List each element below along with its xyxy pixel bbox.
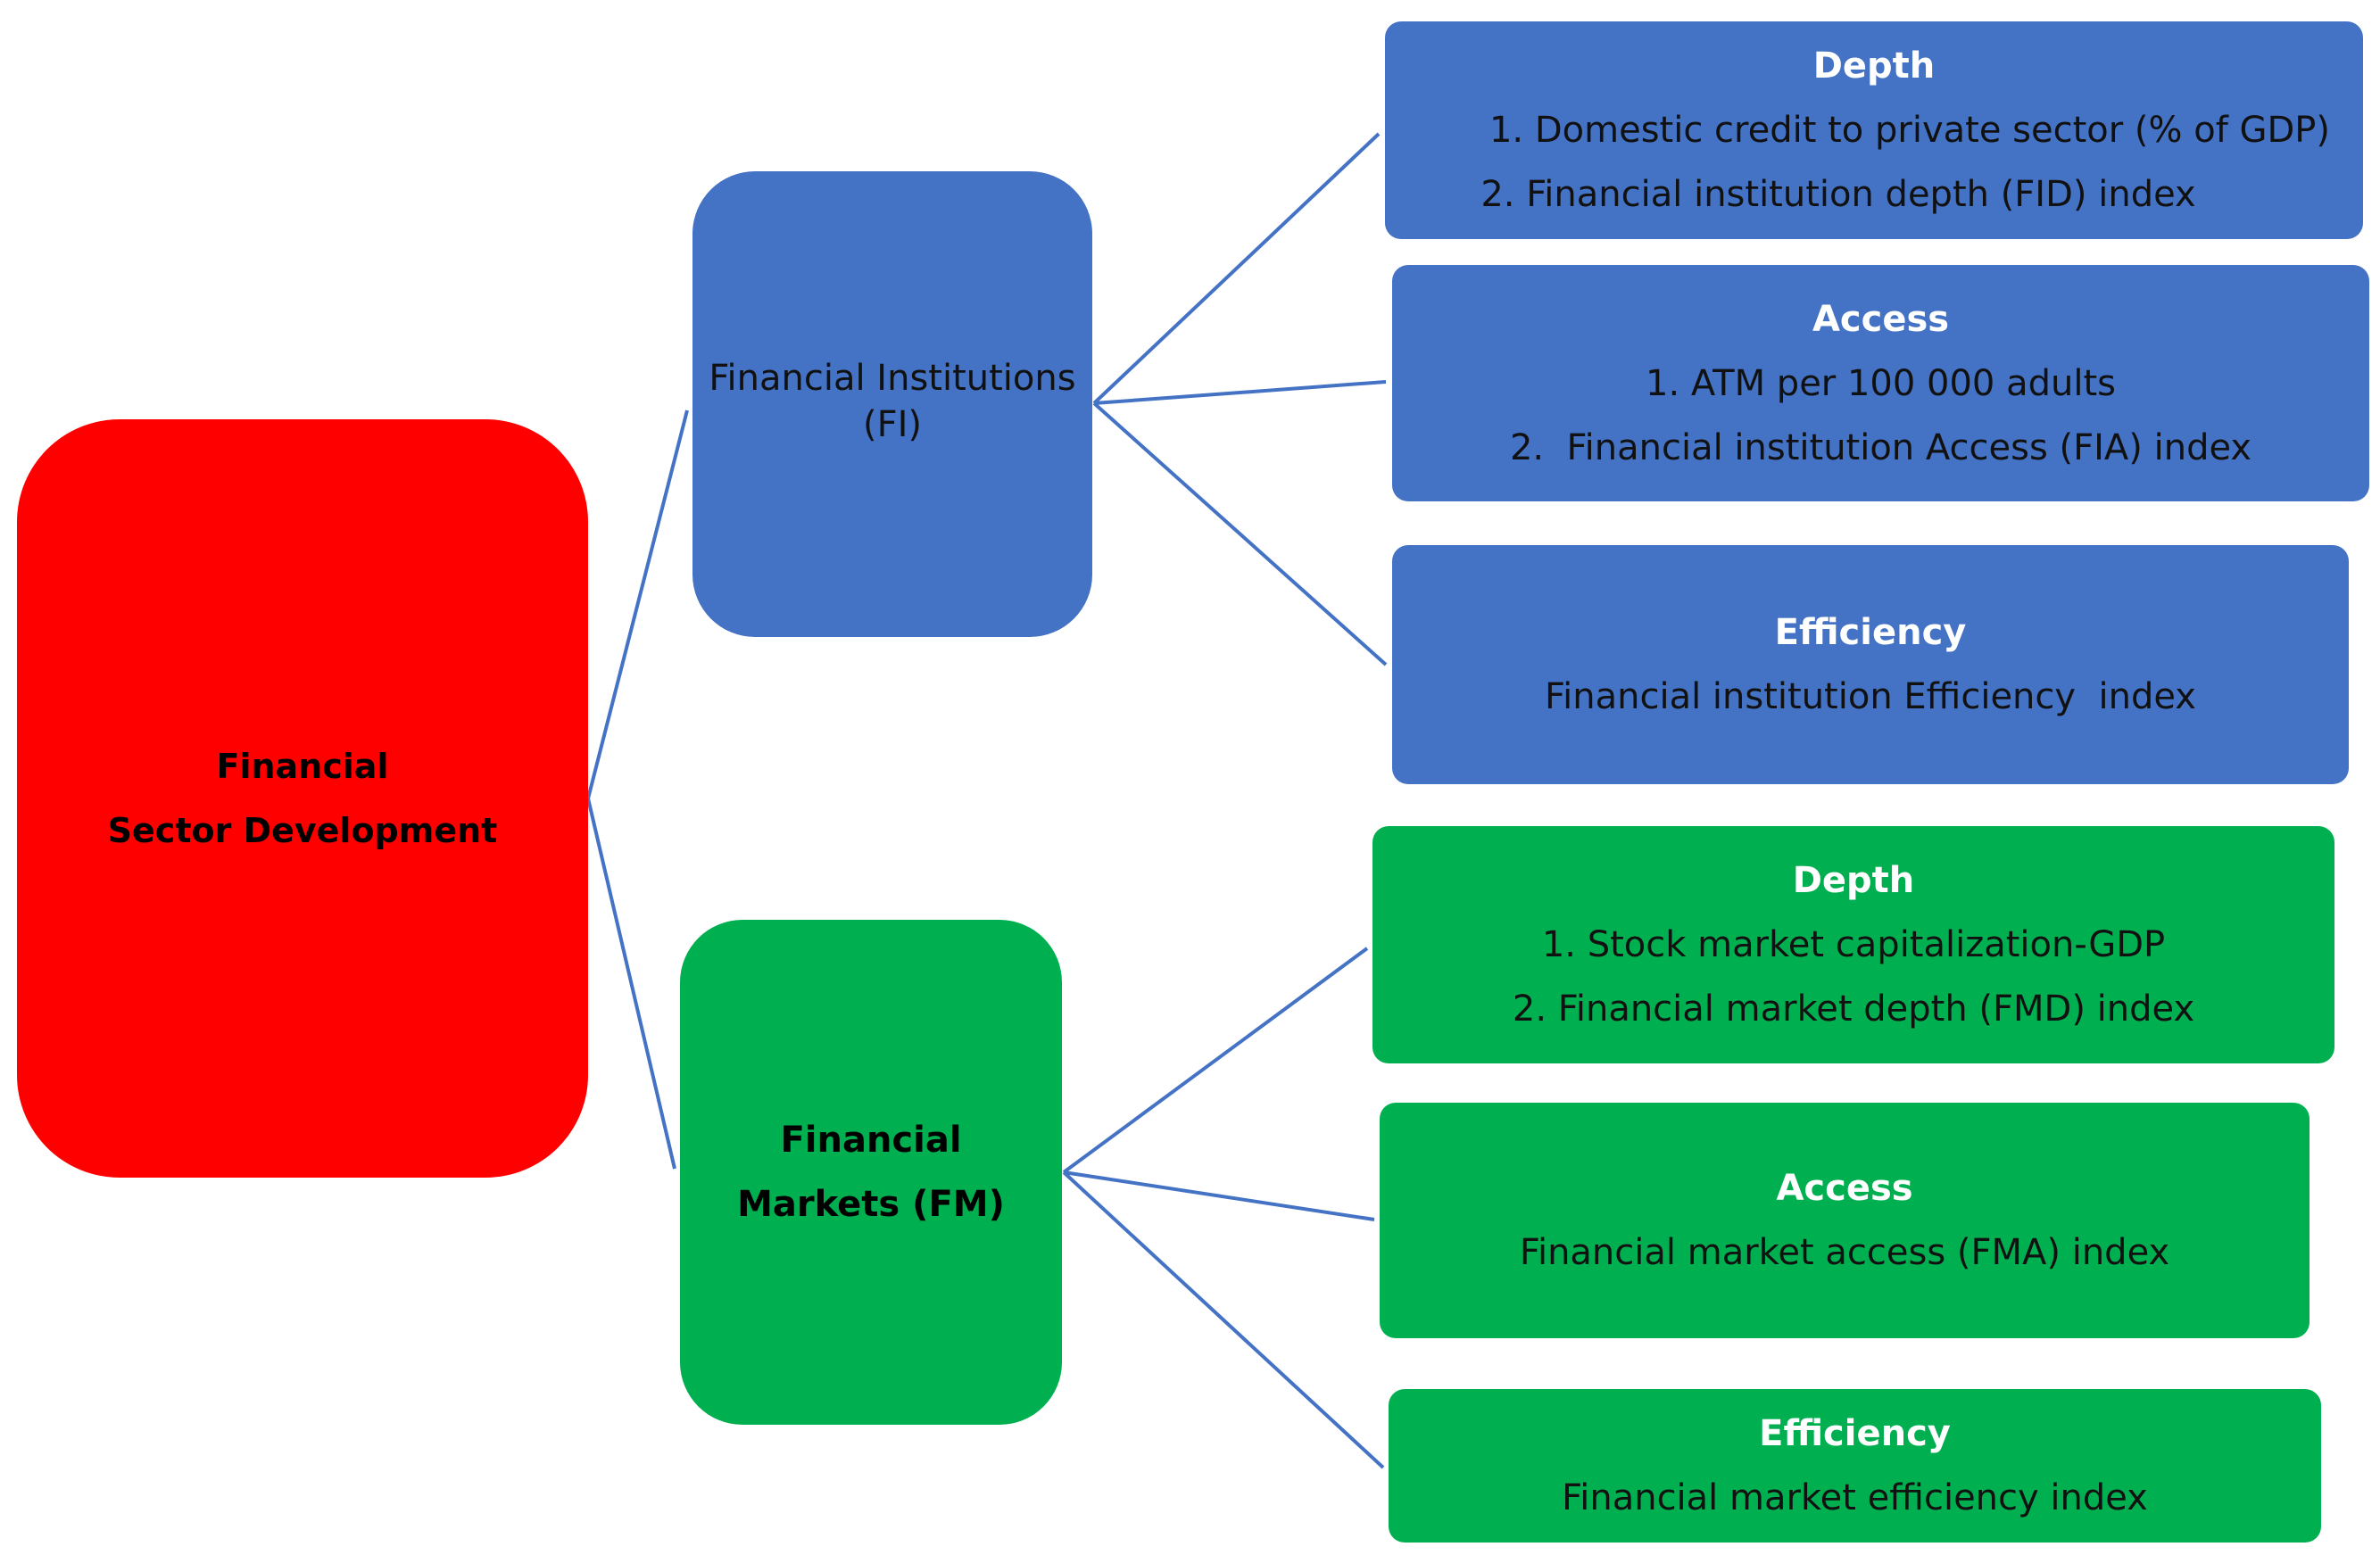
connector-fi-to-depth [1092, 132, 1381, 405]
fm-label-line1: Financial [780, 1120, 962, 1161]
fm-efficiency-node: Efficiency Financial market efficiency i… [1389, 1389, 2321, 1543]
fm-efficiency-item-1: Financial market efficiency index [1562, 1477, 2148, 1518]
fi-depth-item-1: 1. Domestic credit to private sector (% … [1489, 110, 2331, 151]
fi-efficiency-item-1: Financial institution Efficiency index [1545, 676, 2196, 717]
connector-fi-to-efficiency [1092, 401, 1388, 666]
fm-access-node: Access Financial market access (FMA) ind… [1380, 1103, 2310, 1338]
connector-fi-to-access [1093, 380, 1387, 405]
fi-access-item-1: 1. ATM per 100 000 adults [1646, 362, 2116, 404]
connector-fm-to-depth [1062, 947, 1369, 1174]
connector-root-to-fm [586, 798, 676, 1170]
fm-depth-title: Depth [1792, 860, 1915, 901]
fi-access-title: Access [1812, 298, 1950, 340]
fi-efficiency-node: Efficiency Financial institution Efficie… [1392, 545, 2349, 784]
fm-label-line2: Markets (FM) [737, 1184, 1005, 1225]
node-financial-markets: Financial Markets (FM) [680, 920, 1062, 1425]
fm-access-title: Access [1776, 1168, 1913, 1209]
fi-depth-item-2: 2. Financial institution depth (FID) ind… [1480, 174, 2196, 215]
fm-depth-item-2: 2. Financial market depth (FMD) index [1512, 988, 2195, 1030]
fi-label-line2: (FI) [862, 404, 922, 445]
fm-access-item-1: Financial market access (FMA) index [1519, 1232, 2170, 1273]
connector-root-to-fi [586, 409, 689, 799]
connector-fm-to-access [1063, 1170, 1375, 1221]
fi-access-item-2: 2. Financial institution Access (FIA) in… [1509, 426, 2252, 468]
fi-efficiency-title: Efficiency [1774, 612, 1967, 653]
fm-depth-node: Depth 1. Stock market capitalization-GDP… [1372, 826, 2334, 1063]
node-financial-institutions: Financial Institutions (FI) [692, 171, 1092, 637]
fm-efficiency-title: Efficiency [1759, 1413, 1951, 1454]
root-label-line2: Sector Development [107, 811, 498, 850]
fm-depth-item-1: 1. Stock market capitalization-GDP [1541, 924, 2166, 965]
connector-fm-to-efficiency [1062, 1170, 1385, 1469]
root-node-financial-sector-development: Financial Sector Development [17, 419, 588, 1178]
fi-depth-title: Depth [1812, 45, 1936, 87]
fi-access-node: Access 1. ATM per 100 000 adults 2. Fina… [1392, 265, 2369, 501]
root-label-line1: Financial [216, 747, 389, 786]
fi-depth-node: Depth 1. Domestic credit to private sect… [1385, 21, 2363, 239]
fi-label-line1: Financial Institutions [709, 358, 1076, 399]
